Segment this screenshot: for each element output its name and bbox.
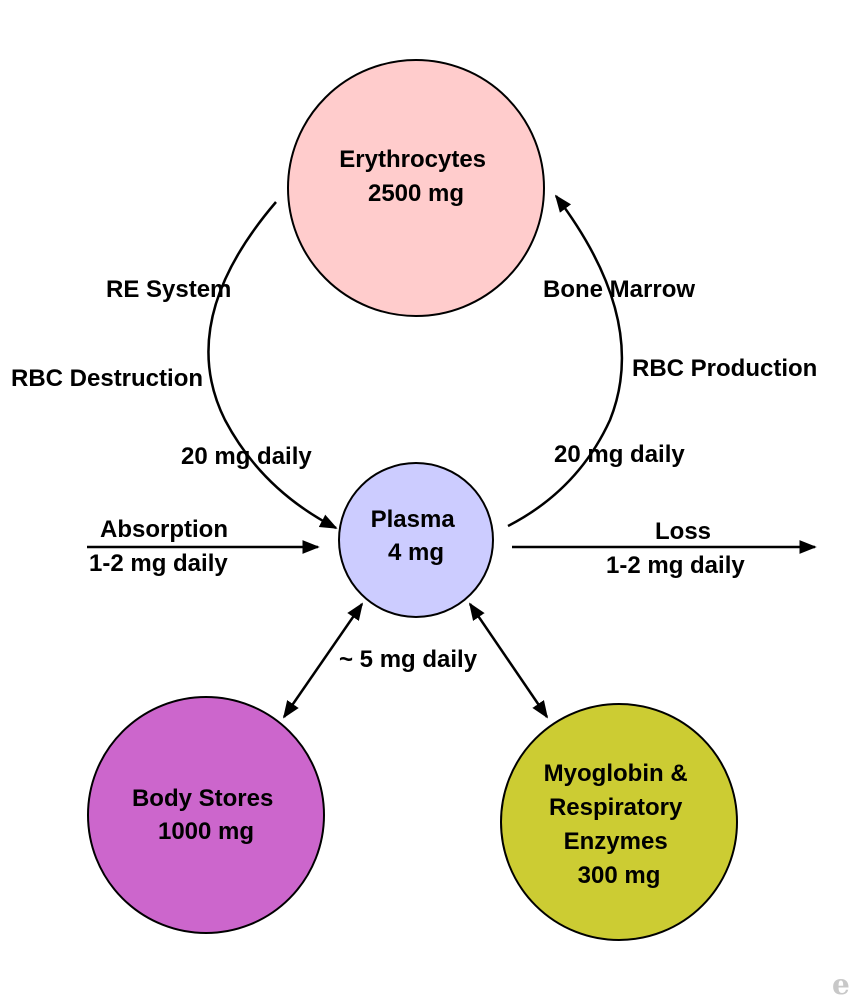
rbc-destruction-label: RBC Destruction xyxy=(11,365,203,392)
absorption-rate-label: 1-2 mg daily xyxy=(89,550,228,577)
destruction-rate-label: 20 mg daily xyxy=(181,443,312,470)
body-stores-label: Body Stores 1000 mg xyxy=(132,785,280,845)
plasma-node xyxy=(338,462,494,618)
rbc-destruction-arrow xyxy=(207,201,338,530)
bone-marrow-label: Bone Marrow xyxy=(543,276,695,303)
myoglobin-node xyxy=(500,703,738,941)
publisher-watermark: e xyxy=(832,968,850,1000)
re-system-label: RE System xyxy=(106,276,231,303)
plasma-label: Plasma 4 mg xyxy=(371,506,462,566)
loss-rate-label: 1-2 mg daily xyxy=(606,552,745,579)
erythrocytes-label: Erythrocytes 2500 mg xyxy=(339,146,492,207)
absorption-label: Absorption xyxy=(100,516,228,543)
exchange-rate-label: ~ 5 mg daily xyxy=(339,646,478,673)
myoglobin-label: Myoglobin & Respiratory Enzymes 300 mg xyxy=(544,760,695,889)
body-stores-node xyxy=(87,696,325,934)
erythrocytes-node xyxy=(287,59,545,317)
rbc-production-label: RBC Production xyxy=(632,355,817,382)
body-stores-exchange-arrow xyxy=(282,602,364,719)
loss-label: Loss xyxy=(655,518,711,545)
rbc-production-arrow xyxy=(507,194,624,528)
myoglobin-exchange-arrow xyxy=(468,602,549,719)
production-rate-label: 20 mg daily xyxy=(554,441,685,468)
